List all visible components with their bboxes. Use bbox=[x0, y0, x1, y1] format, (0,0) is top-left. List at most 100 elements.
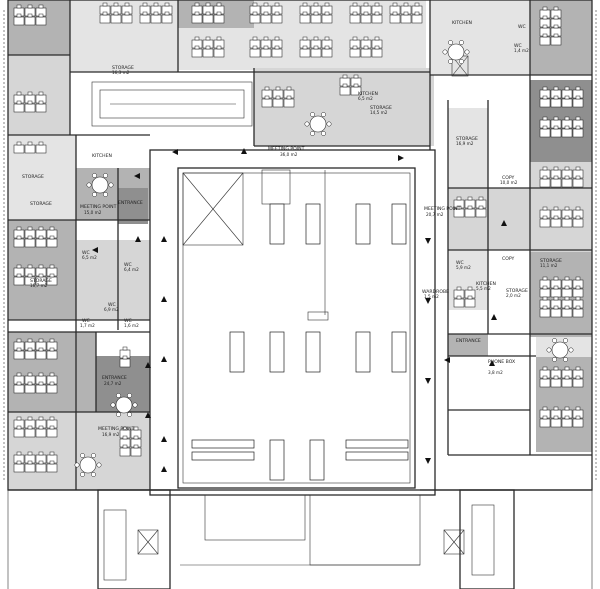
chair bbox=[553, 166, 559, 171]
direction-arrow-2 bbox=[161, 356, 167, 362]
direction-arrow-0 bbox=[161, 236, 167, 242]
area-storage-right-2: 11,1 m2 bbox=[540, 263, 558, 268]
chair bbox=[575, 206, 581, 211]
desk bbox=[35, 16, 47, 26]
chair bbox=[403, 11, 409, 16]
chair bbox=[102, 2, 108, 7]
chair bbox=[568, 347, 574, 353]
chair bbox=[153, 11, 159, 16]
chair bbox=[86, 182, 92, 188]
desk bbox=[572, 178, 584, 188]
desk bbox=[110, 14, 122, 24]
chair bbox=[38, 13, 44, 18]
chair bbox=[27, 425, 33, 430]
desk bbox=[35, 103, 47, 113]
chair bbox=[38, 416, 44, 421]
desk bbox=[35, 144, 47, 154]
desk-cluster-8 bbox=[13, 451, 58, 473]
desk bbox=[550, 178, 562, 188]
chair bbox=[16, 372, 22, 377]
chair bbox=[16, 425, 22, 430]
chair bbox=[542, 206, 548, 211]
desk bbox=[24, 238, 36, 248]
chair bbox=[553, 175, 559, 180]
round-table bbox=[91, 176, 109, 194]
chair bbox=[542, 166, 548, 171]
desk-cluster-3 bbox=[13, 226, 58, 248]
chair bbox=[564, 305, 570, 310]
chair bbox=[542, 215, 548, 220]
desk bbox=[271, 48, 283, 58]
chair bbox=[216, 36, 222, 41]
chair bbox=[321, 112, 326, 117]
desk bbox=[35, 350, 47, 360]
chair bbox=[38, 273, 44, 278]
chair bbox=[363, 11, 369, 16]
direction-arrow-8 bbox=[425, 458, 431, 464]
label-wc-left-2: WC bbox=[124, 262, 132, 268]
desk bbox=[371, 48, 383, 58]
chair bbox=[49, 226, 55, 231]
desk-cluster-23 bbox=[539, 86, 584, 108]
chair bbox=[352, 11, 358, 16]
chair bbox=[553, 375, 559, 380]
chair bbox=[38, 4, 44, 9]
desk bbox=[411, 14, 423, 24]
area-wc-left-4: 1,7 m2 bbox=[80, 323, 95, 328]
area-kitchen-top: 6,5 m2 bbox=[358, 96, 373, 101]
label-storage-top: STORAGE bbox=[112, 65, 134, 71]
desk bbox=[475, 208, 487, 218]
chair bbox=[564, 276, 570, 281]
desk-cluster-10 bbox=[139, 2, 173, 24]
chair bbox=[49, 338, 55, 343]
chair bbox=[16, 338, 22, 343]
chair bbox=[16, 235, 22, 240]
chair bbox=[575, 86, 581, 91]
desk bbox=[572, 128, 584, 138]
chair bbox=[153, 2, 159, 7]
chair bbox=[252, 11, 258, 16]
direction-arrow-11 bbox=[398, 155, 404, 161]
chair bbox=[374, 36, 380, 41]
desk bbox=[24, 350, 36, 360]
chair bbox=[16, 381, 22, 386]
atrium-column-6 bbox=[305, 331, 321, 373]
chair bbox=[27, 372, 33, 377]
desk bbox=[249, 14, 261, 24]
chair bbox=[38, 338, 44, 343]
chair bbox=[27, 381, 33, 386]
desk bbox=[202, 14, 214, 24]
direction-arrow-4 bbox=[161, 466, 167, 472]
chair bbox=[352, 45, 358, 50]
desk bbox=[24, 384, 36, 394]
label-storage-right-2: STORAGE bbox=[540, 258, 562, 264]
desk bbox=[550, 378, 562, 388]
chair bbox=[205, 11, 211, 16]
chair bbox=[575, 166, 581, 171]
chair bbox=[275, 95, 281, 100]
direction-arrow-10 bbox=[172, 149, 178, 155]
chair bbox=[205, 2, 211, 7]
atrium-column-4 bbox=[229, 331, 245, 373]
chair bbox=[456, 205, 462, 210]
desk bbox=[13, 463, 25, 473]
chair bbox=[542, 15, 548, 20]
chair bbox=[542, 95, 548, 100]
desk bbox=[539, 98, 551, 108]
desk bbox=[35, 384, 47, 394]
desk bbox=[539, 308, 551, 318]
area-storage-top: 16,3 m2 bbox=[112, 70, 130, 75]
chair bbox=[127, 412, 132, 417]
shaded-zones bbox=[8, 0, 592, 490]
chair bbox=[392, 11, 398, 16]
chair bbox=[92, 192, 97, 197]
chair bbox=[27, 460, 33, 465]
chair bbox=[102, 11, 108, 16]
chair bbox=[326, 121, 332, 127]
chair bbox=[122, 346, 128, 351]
desk-cluster-22 bbox=[539, 6, 562, 46]
chair bbox=[122, 355, 128, 360]
chair bbox=[575, 175, 581, 180]
chair bbox=[542, 276, 548, 281]
chair bbox=[122, 435, 128, 440]
